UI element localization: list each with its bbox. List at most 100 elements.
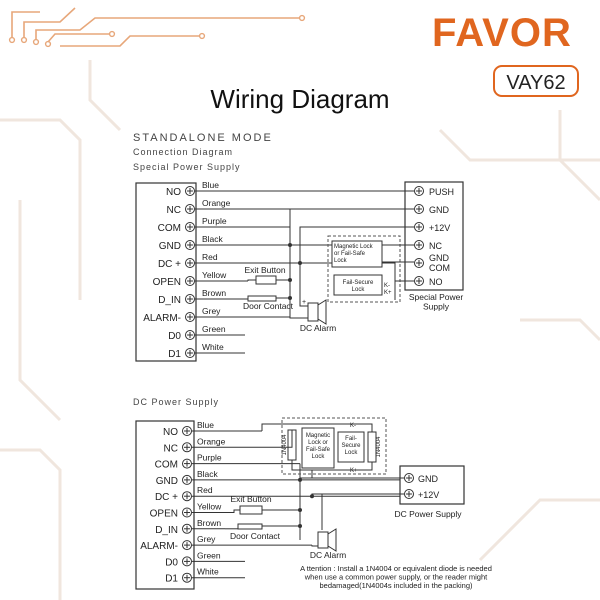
k-plus-label: K+ — [350, 468, 358, 474]
wire-label: Purple — [202, 216, 227, 226]
exit-button-icon — [239, 505, 263, 515]
dc-alarm-icon — [307, 302, 319, 322]
fail-secure-lock-box — [337, 431, 365, 463]
k-plus-label: K+ — [384, 290, 392, 296]
dc-alarm-horn-icon — [327, 528, 337, 552]
psu-terminal-label: GND — [429, 205, 450, 215]
reader-terminal-label: ALARM- — [140, 541, 178, 552]
circuit-pad — [108, 30, 116, 38]
dc-alarm-label: DC Alarm — [300, 323, 336, 333]
standalone-mode-heading: STANDALONE MODE — [133, 132, 273, 144]
k-minus-label: K- — [384, 283, 390, 289]
wire-label: Purple — [197, 453, 222, 463]
alarm-plus-label: + — [302, 299, 306, 306]
background-trace — [438, 128, 600, 162]
background-trace — [88, 60, 122, 132]
fail-secure-lock-box — [333, 274, 383, 296]
wire-label: Red — [202, 252, 218, 262]
exit-button-label: Exit Button — [244, 265, 285, 275]
diode-icon — [367, 431, 377, 463]
background-trace — [0, 448, 62, 600]
reader-terminal-label: GND — [156, 476, 178, 487]
wire-exit — [247, 279, 256, 281]
circuit-trace — [35, 17, 300, 40]
magnetic-lock-box — [331, 240, 383, 268]
circuit-trace-decoration — [0, 7, 600, 600]
dc-alarm-icon — [317, 531, 329, 549]
reader-terminal-label: NC — [164, 443, 178, 454]
dc-power-supply-heading: DC Power Supply — [133, 397, 219, 407]
reader-terminal-label: OPEN — [150, 509, 178, 520]
wire-label: Brown — [197, 518, 221, 528]
brand-logo: FAVOR — [432, 11, 572, 55]
special-power-supply-box — [404, 181, 464, 291]
psu-terminal-label: +12V — [429, 223, 450, 233]
wire-alarm-pos — [312, 493, 323, 530]
reader-terminal-label: D0 — [168, 331, 181, 342]
background-trace — [478, 498, 600, 562]
reader-terminal-label: D_IN — [158, 295, 181, 306]
circuit-trace — [23, 7, 76, 38]
wire-alarm-neg — [289, 317, 308, 319]
model-label: VAY62 — [506, 72, 565, 94]
door-contact-label: Door Contact — [230, 531, 281, 541]
reader-terminal-label: NC — [167, 205, 181, 216]
wire-lock-plus — [291, 460, 373, 471]
magnetic-lock-box — [301, 427, 335, 469]
reader-terminal-label: ALARM- — [143, 313, 181, 324]
wire-alarm-neg — [311, 545, 320, 547]
wire-label: Blue — [197, 420, 214, 430]
reader-terminal-label: DC + — [155, 492, 178, 503]
wire-label: Black — [197, 469, 219, 479]
circuit-trace — [11, 11, 40, 38]
k-minus-label: K- — [350, 423, 356, 429]
reader-terminal-label: NO — [166, 187, 181, 198]
wire-alarm-pos — [299, 300, 308, 307]
circuit-trace — [60, 35, 200, 47]
circuit-trace — [47, 33, 110, 43]
reader-terminal-label: D1 — [165, 574, 178, 585]
reader-terminal-label: D0 — [165, 557, 178, 568]
wire-label: Grey — [202, 306, 221, 316]
background-trace — [18, 200, 62, 422]
diode-label: 1N4004 — [376, 436, 382, 458]
wire-label: Grey — [197, 534, 216, 544]
circuit-pad — [44, 40, 52, 48]
diode-label: 1N4004 — [282, 434, 288, 456]
psu-terminal-label: GND — [418, 474, 439, 484]
door-contact-icon — [237, 523, 263, 530]
reader-terminal-label: D1 — [168, 349, 181, 360]
psu-terminal-label: NC — [429, 241, 442, 251]
lock-group-outline — [327, 235, 401, 303]
wire-label: Black — [202, 234, 224, 244]
psu-terminal-label: PUSH — [429, 187, 454, 197]
circuit-pad — [32, 38, 40, 46]
psu-terminal-label: NO — [429, 277, 443, 287]
page-title: Wiring Diagram — [210, 84, 389, 114]
circuit-pad — [298, 14, 306, 22]
reader-terminal-label: D_IN — [155, 525, 178, 536]
special-power-supply-heading: Special Power Supply — [133, 162, 241, 172]
wire-label: Orange — [202, 198, 231, 208]
wire-label: Brown — [202, 288, 226, 298]
reader-terminal-block — [135, 182, 197, 362]
circuit-pad — [20, 36, 28, 44]
reader-terminal-label: GND — [159, 241, 181, 252]
wire-exit — [225, 509, 240, 513]
background-trace — [520, 318, 600, 342]
lock-group-outline — [281, 417, 387, 475]
circuit-pad — [198, 32, 206, 40]
circuit-pad — [8, 36, 16, 44]
wire-no-lock — [261, 423, 373, 432]
reader-terminal-label: COM — [155, 460, 178, 471]
wire-junction-dot — [310, 494, 314, 499]
wire-label: Yellow — [202, 270, 227, 280]
reader-terminal-label: COM — [158, 223, 181, 234]
